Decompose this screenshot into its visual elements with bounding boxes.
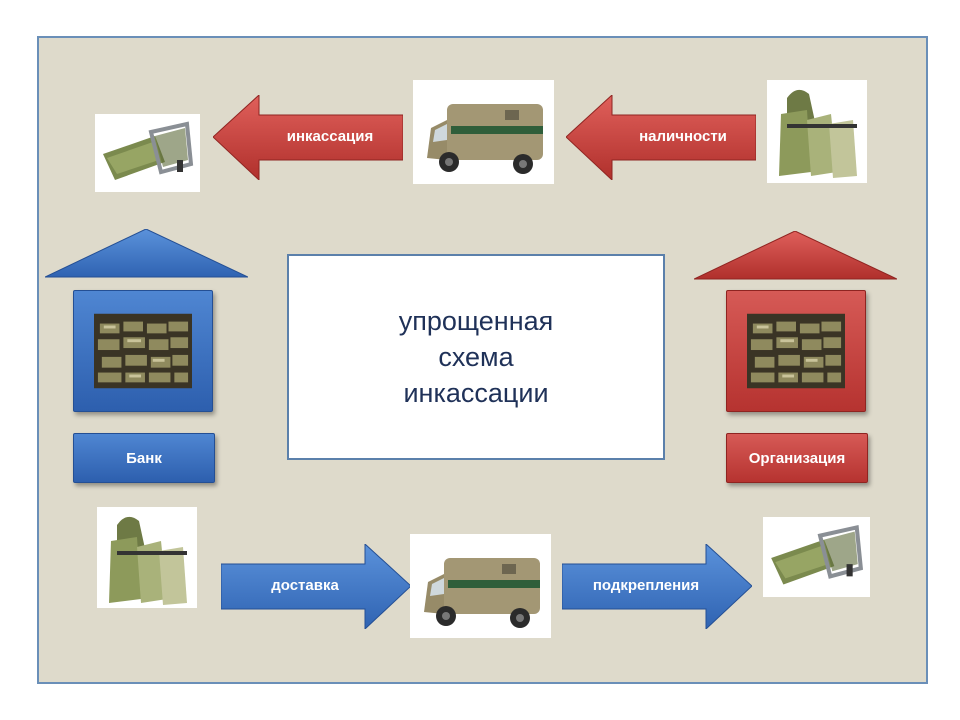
title-line-1: упрощенная [398,306,554,336]
organization-building [726,290,866,412]
bank-roof [45,229,248,279]
arrow-reinforcement: подкрепления [562,544,752,629]
money-stacks-icon [94,313,192,389]
arrow-label-reinforcement: подкрепления [592,577,700,594]
armored-van-icon [413,80,554,184]
arrow-cash: наличности [566,95,756,180]
arrow-delivery: доставка [221,544,411,629]
cash-bags-stack-icon [767,80,867,183]
organization-label: Организация [726,433,868,483]
title-line-3: инкассации [403,378,549,408]
arrow-label-delivery: доставка [271,577,339,594]
organization-roof [694,231,897,281]
bank-label: Банк [73,433,215,483]
title-line-2: схема [438,342,514,372]
open-cash-bag-icon [763,517,870,597]
open-cash-bag-icon [95,114,200,192]
bank-building [73,290,213,412]
cash-bags-stack-icon [97,507,197,608]
arrow-label-incassation: инкассация [286,128,374,145]
diagram-title-box: упрощенная схема инкассации [287,254,665,460]
money-stacks-icon [747,313,845,389]
arrow-incassation: инкассация [213,95,403,180]
arrow-label-cash: наличности [639,128,727,145]
armored-van-icon [410,534,551,638]
